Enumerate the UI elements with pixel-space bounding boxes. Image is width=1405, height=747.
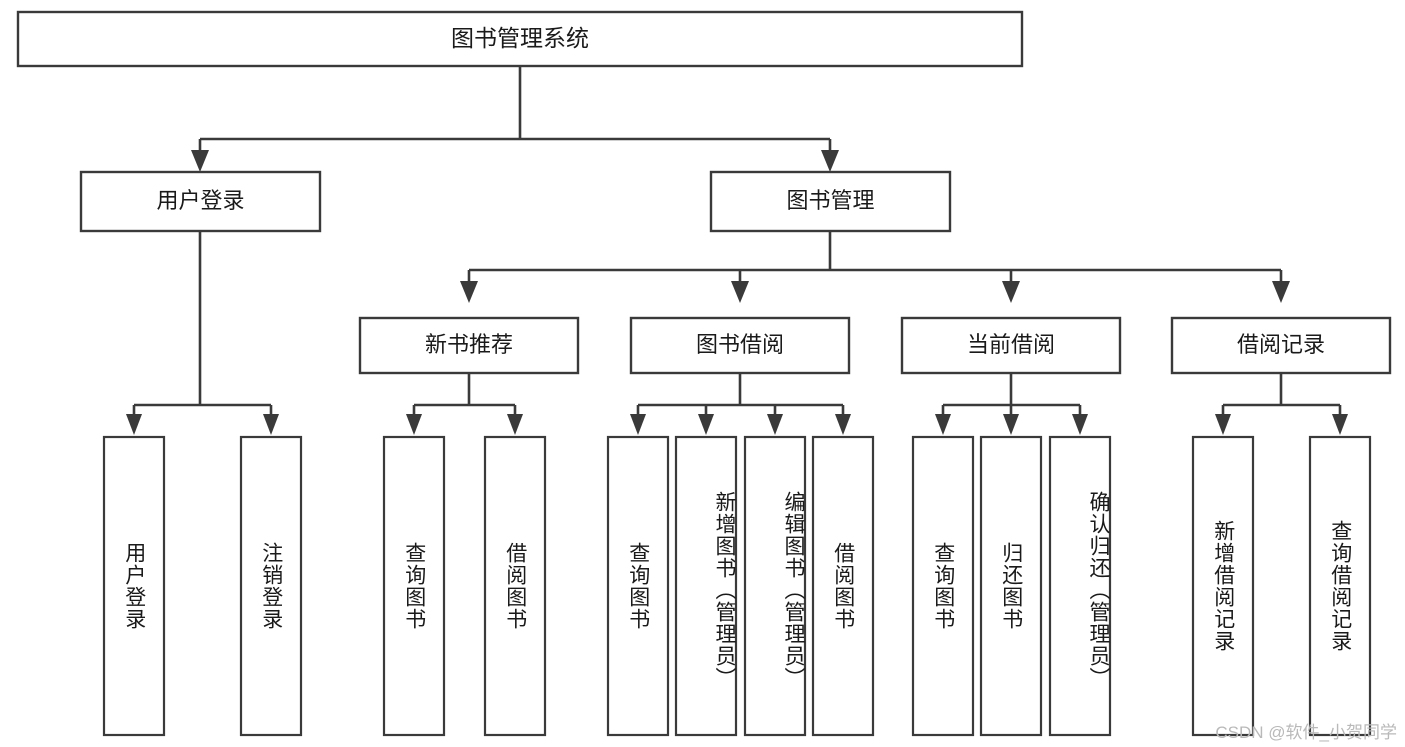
node-new-book-recommend[interactable]: 新书推荐 bbox=[358, 316, 580, 375]
node-current-borrow[interactable]: 当前借阅 bbox=[900, 316, 1122, 375]
arrow-head-br-0 bbox=[1215, 414, 1231, 435]
node-book-manage-label: 图书管理 bbox=[786, 188, 874, 213]
connector-userlogin-to-leaves bbox=[126, 231, 279, 435]
node-book-manage[interactable]: 图书管理 bbox=[709, 170, 952, 233]
node-book-borrow[interactable]: 图书借阅 bbox=[629, 316, 851, 375]
leaf-box-book-borrow-1[interactable] bbox=[674, 435, 738, 737]
arrow-head-bb-1 bbox=[698, 414, 714, 435]
leaf-box-borrow-record-0[interactable] bbox=[1191, 435, 1255, 737]
node-book-borrow-label: 图书借阅 bbox=[696, 332, 784, 357]
node-user-login-box[interactable] bbox=[79, 170, 322, 233]
arrow-head-nb-1 bbox=[507, 414, 523, 435]
node-current-borrow-box[interactable] bbox=[900, 316, 1122, 375]
arrow-head-borrowrecord bbox=[1272, 281, 1290, 303]
arrow-head-cb-2 bbox=[1072, 414, 1088, 435]
connector-bookmanage-to-level3 bbox=[460, 231, 1290, 303]
node-user-login[interactable]: 用户登录 bbox=[79, 170, 322, 233]
leaf-box-user-login-0[interactable] bbox=[102, 435, 166, 737]
connector-borrowrecord-to-leaves bbox=[1215, 373, 1348, 435]
node-new-book-recommend-label: 新书推荐 bbox=[425, 332, 513, 357]
arrow-head-br-1 bbox=[1332, 414, 1348, 435]
connector-newbook-to-leaves bbox=[406, 373, 523, 435]
leaf-box-new-book-1[interactable] bbox=[483, 435, 547, 737]
leaf-box-book-borrow-2[interactable] bbox=[743, 435, 807, 737]
connector-root-to-level2 bbox=[191, 66, 839, 172]
node-borrow-record-label: 借阅记录 bbox=[1237, 332, 1325, 357]
connector-bookborrow-to-leaves bbox=[630, 373, 851, 435]
arrow-head-currentborrow bbox=[1002, 281, 1020, 303]
node-new-book-recommend-box[interactable] bbox=[358, 316, 580, 375]
node-root[interactable]: 图书管理系统 bbox=[16, 10, 1024, 68]
node-book-manage-box[interactable] bbox=[709, 170, 952, 233]
arrow-head-book-manage bbox=[821, 150, 839, 172]
arrow-head-bb-3 bbox=[835, 414, 851, 435]
leaf-box-current-borrow-1[interactable] bbox=[979, 435, 1043, 737]
arrow-head-ul-1 bbox=[263, 414, 279, 435]
arrow-head-bb-2 bbox=[767, 414, 783, 435]
node-current-borrow-label: 当前借阅 bbox=[967, 332, 1055, 357]
arrow-head-user-login bbox=[191, 150, 209, 172]
node-borrow-record[interactable]: 借阅记录 bbox=[1170, 316, 1392, 375]
node-root-label: 图书管理系统 bbox=[451, 25, 589, 51]
arrow-head-ul-0 bbox=[126, 414, 142, 435]
leaf-box-book-borrow-0[interactable] bbox=[606, 435, 670, 737]
node-root-box[interactable] bbox=[16, 10, 1024, 68]
leaf-box-new-book-0[interactable] bbox=[382, 435, 446, 737]
arrow-head-cb-1 bbox=[1003, 414, 1019, 435]
arrow-head-newbook bbox=[460, 281, 478, 303]
node-user-login-label: 用户登录 bbox=[156, 188, 244, 213]
node-book-borrow-box[interactable] bbox=[629, 316, 851, 375]
node-borrow-record-box[interactable] bbox=[1170, 316, 1392, 375]
leaf-box-book-borrow-3[interactable] bbox=[811, 435, 875, 737]
leaf-box-borrow-record-1[interactable] bbox=[1308, 435, 1372, 737]
leaf-box-current-borrow-2[interactable] bbox=[1048, 435, 1112, 737]
arrow-head-bb-0 bbox=[630, 414, 646, 435]
connector-currentborrow-to-leaves bbox=[935, 373, 1088, 435]
arrow-head-bookborrow bbox=[731, 281, 749, 303]
leaf-box-user-login-1[interactable] bbox=[239, 435, 303, 737]
arrow-head-nb-0 bbox=[406, 414, 422, 435]
leaf-box-current-borrow-0[interactable] bbox=[911, 435, 975, 737]
arrow-head-cb-0 bbox=[935, 414, 951, 435]
